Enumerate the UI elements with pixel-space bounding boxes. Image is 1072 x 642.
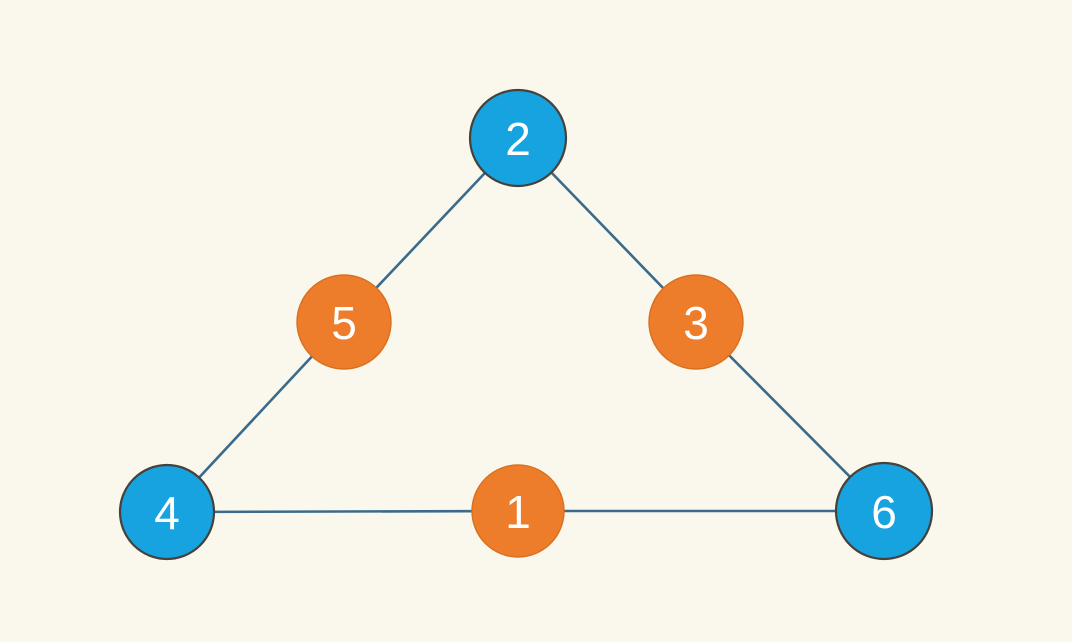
graph-node-1[interactable]: 1 <box>471 464 565 558</box>
graph-node-3[interactable]: 3 <box>648 274 744 370</box>
graph-node-circle-3[interactable] <box>648 274 744 370</box>
graph-edge-4-1[interactable] <box>165 509 520 514</box>
graph-node-6[interactable]: 6 <box>834 461 934 561</box>
graph-node-circle-5[interactable] <box>296 274 392 370</box>
graph-node-2[interactable]: 2 <box>468 88 568 188</box>
graph-node-4[interactable]: 4 <box>118 463 216 561</box>
graph-node-circle-6[interactable] <box>834 461 934 561</box>
graph-node-5[interactable]: 5 <box>296 274 392 370</box>
graph-node-circle-4[interactable] <box>118 463 216 561</box>
edges-layer <box>165 136 886 514</box>
graph-node-circle-1[interactable] <box>471 464 565 558</box>
graph-node-circle-2[interactable] <box>468 88 568 188</box>
nodes-layer: 1 23 45 6 <box>118 88 934 561</box>
